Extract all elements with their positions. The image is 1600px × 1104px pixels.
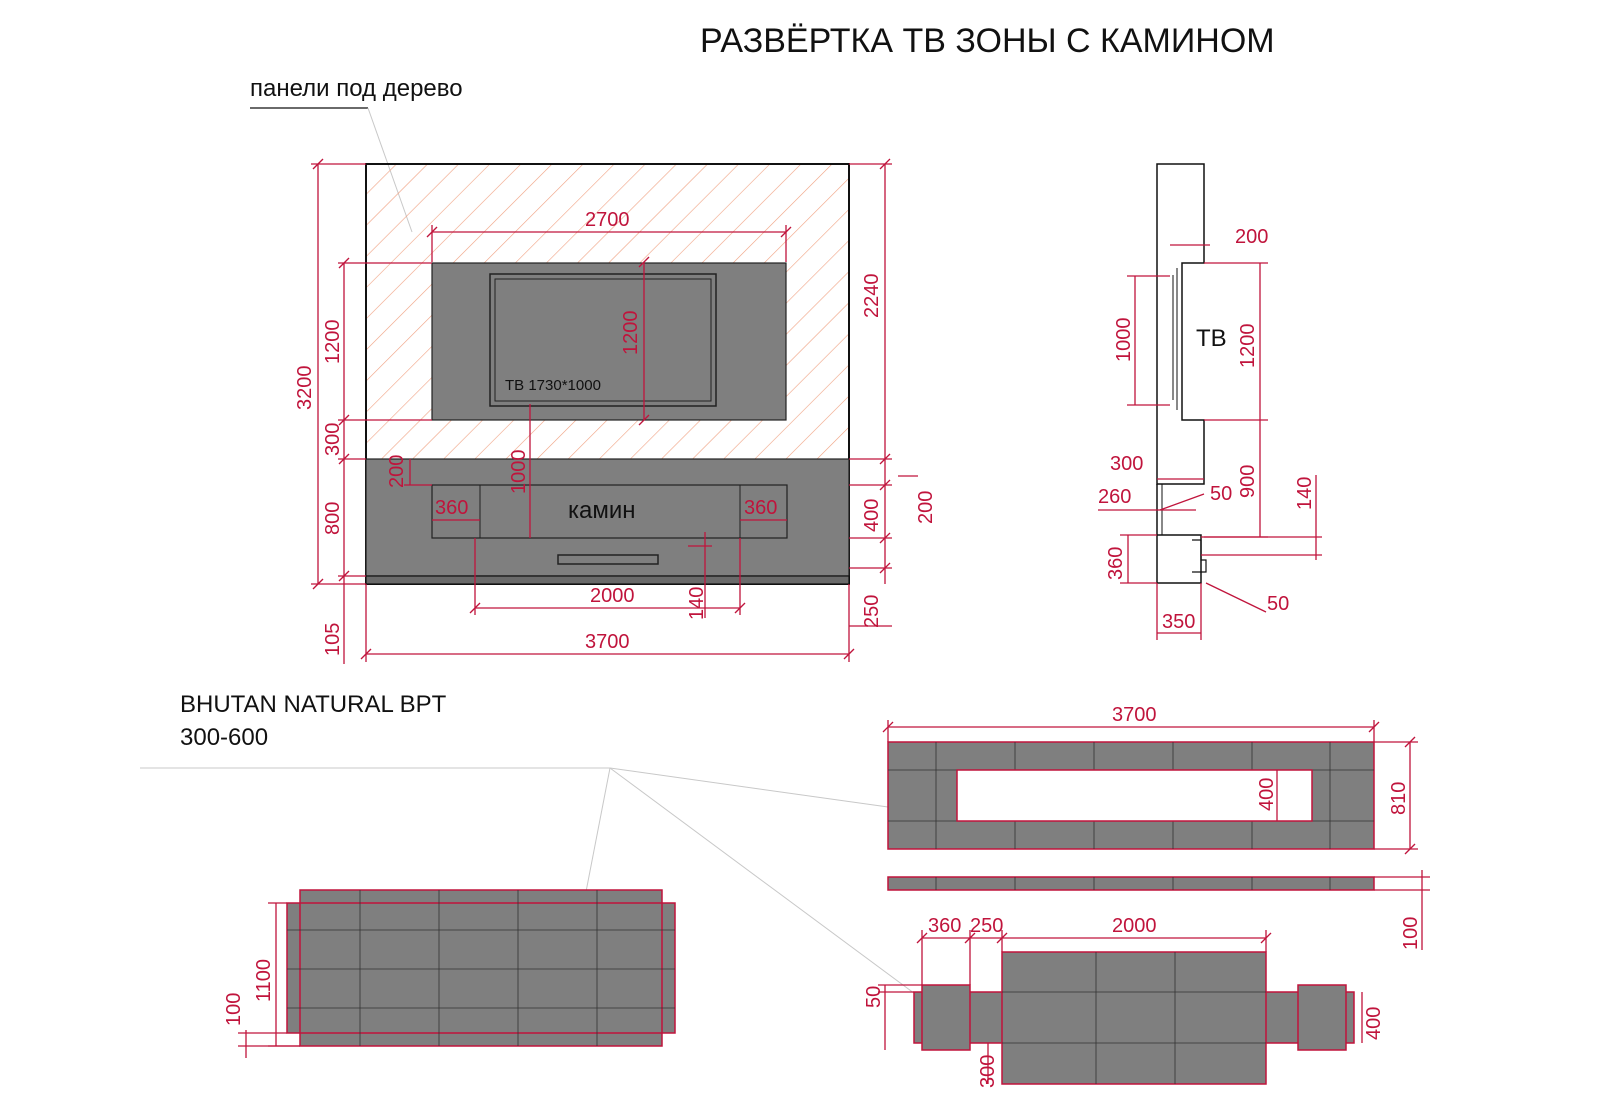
- dim-total-width: 3700: [585, 631, 630, 653]
- plan-bottom-dim-50: 50: [863, 986, 885, 1008]
- plan-top: 400 3700 810 100: [882, 704, 1430, 950]
- side-dim-200: 200: [1235, 226, 1268, 248]
- front-view: ТВ 1730*1000 камин 2700 1200 3200 1200 3…: [294, 158, 937, 664]
- side-dim-260: 260: [1098, 486, 1131, 508]
- side-dim-1000: 1000: [1113, 318, 1135, 363]
- dim-side-200: 200: [386, 455, 408, 488]
- side-dim-1200: 1200: [1237, 324, 1259, 369]
- dim-firebox-2000: 2000: [590, 585, 635, 607]
- dim-left-105: 105: [322, 623, 344, 656]
- plan-left-dim-100: 100: [223, 993, 245, 1026]
- dim-right-2240: 2240: [861, 274, 883, 319]
- floor-strip: [365, 575, 850, 585]
- side-dim-300: 300: [1110, 453, 1143, 475]
- dim-tv-niche-width: 2700: [585, 209, 630, 231]
- plan-bottom-dim-2000: 2000: [1112, 915, 1157, 937]
- dim-left-1200: 1200: [322, 320, 344, 365]
- dim-fire-1000: 1000: [508, 450, 530, 495]
- side-wall-upper: [1156, 163, 1205, 485]
- dim-left-300: 300: [322, 423, 344, 456]
- plan-bottom-dim-400: 400: [1363, 1007, 1385, 1040]
- drawing-title: РАЗВЁРТКА ТВ ЗОНЫ С КАМИНОМ: [700, 22, 1275, 60]
- plan-bottom-dim-360: 360: [928, 915, 961, 937]
- plan-bottom-dim-300: 300: [977, 1055, 999, 1088]
- vent-slot: [557, 554, 659, 565]
- side-dim-360: 360: [1105, 547, 1127, 580]
- side-fireplace-block: [1156, 534, 1202, 584]
- plan-bottom-center: [1001, 951, 1267, 1085]
- side-dim-50b: 50: [1267, 593, 1289, 615]
- plan-top-dim-400: 400: [1256, 778, 1278, 811]
- dim-right-400: 400: [861, 499, 883, 532]
- side-dim-900: 900: [1237, 465, 1259, 498]
- plan-bottom-right-block: [1297, 984, 1347, 1051]
- dim-tv-niche-height: 1200: [620, 311, 642, 356]
- dim-left-800: 800: [322, 502, 344, 535]
- plan-top-edge-strip: [887, 876, 1375, 891]
- plan-left: 1100 100: [223, 889, 676, 1058]
- fireplace-label: камин: [568, 497, 636, 524]
- plan-top-dim-3700: 3700: [1112, 704, 1157, 726]
- side-view: ТВ 200 1000 1200 900 300 50 260 140 360 …: [1098, 163, 1322, 640]
- plan-bottom: 360 250 2000 50 400 300: [863, 915, 1385, 1088]
- material-name: BHUTAN NATURAL BPT: [180, 691, 447, 718]
- side-dim-140: 140: [1294, 477, 1316, 510]
- firebox-frame: [431, 484, 788, 539]
- dim-firebox-140: 140: [686, 587, 708, 620]
- panels-note: панели под дерево: [250, 75, 463, 102]
- side-shelf-right: [739, 484, 788, 539]
- dim-side-360-right: 360: [744, 497, 777, 519]
- side-dim-50a: 50: [1210, 483, 1232, 505]
- tv-screen: [489, 273, 717, 407]
- dim-right-200: 200: [915, 491, 937, 524]
- tv-label: ТВ 1730*1000: [505, 377, 601, 394]
- plan-bottom-left-block: [921, 984, 971, 1051]
- dim-right-250: 250: [861, 595, 883, 628]
- plan-top-dim-810: 810: [1388, 782, 1410, 815]
- side-shelf-left: [431, 484, 481, 539]
- side-tv-label: ТВ: [1196, 325, 1227, 352]
- plan-bottom-dim-250: 250: [970, 915, 1003, 937]
- material-size: 300-600: [180, 724, 268, 751]
- plan-left-dim-1100: 1100: [253, 959, 275, 1002]
- plan-top-opening: [956, 769, 1313, 822]
- tv-screen-inner: [494, 278, 712, 402]
- plan-top-dim-100: 100: [1400, 917, 1422, 950]
- dim-total-height: 3200: [294, 366, 316, 411]
- side-dim-350: 350: [1162, 611, 1195, 633]
- dim-side-360-left: 360: [435, 497, 468, 519]
